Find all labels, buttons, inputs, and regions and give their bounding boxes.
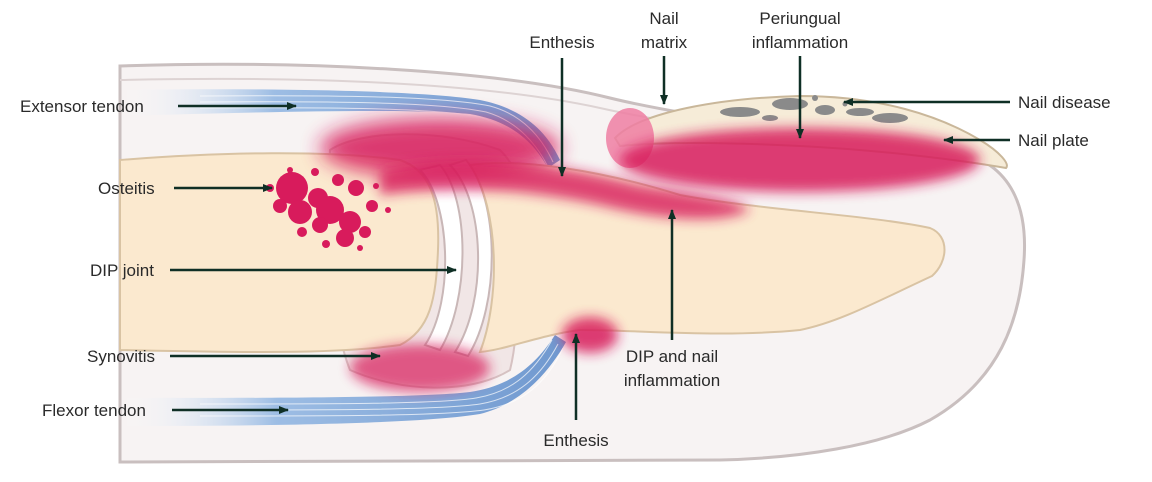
label-enthesis-bottom: Enthesis: [543, 431, 608, 450]
synovitis-inflammation: [350, 344, 490, 392]
label-periungual-line1: Periungual: [759, 9, 840, 28]
label-dip-nail-inflammation-line1: DIP and nail: [626, 347, 718, 366]
label-extensor-tendon: Extensor tendon: [20, 97, 144, 116]
label-synovitis: Synovitis: [87, 347, 155, 366]
label-enthesis-top: Enthesis: [529, 33, 594, 52]
label-periungual-line2: inflammation: [752, 33, 848, 52]
label-dip-joint: DIP joint: [90, 261, 154, 280]
label-nail-plate: Nail plate: [1018, 131, 1089, 150]
label-osteitis: Osteitis: [98, 179, 155, 198]
label-flexor-tendon: Flexor tendon: [42, 401, 146, 420]
label-dip-nail-inflammation-line2: inflammation: [624, 371, 720, 390]
label-nail-disease: Nail disease: [1018, 93, 1111, 112]
label-nail-matrix-line2: matrix: [641, 33, 688, 52]
enthesis-bottom-inflammation: [562, 317, 618, 353]
label-nail-matrix-line1: Nail: [649, 9, 678, 28]
